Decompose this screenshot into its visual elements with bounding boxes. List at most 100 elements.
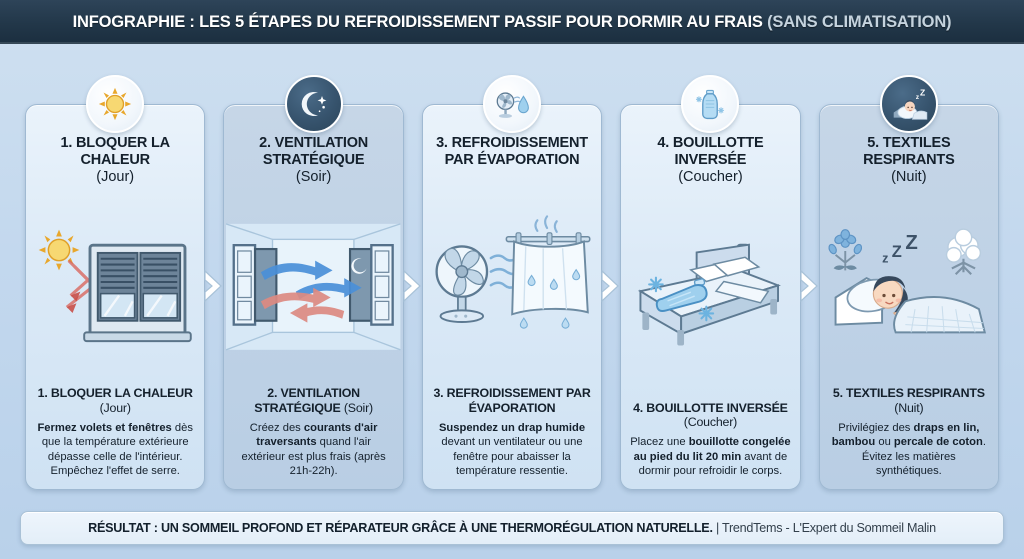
svg-text:z: z [916,94,920,101]
step-title-line2-5: RESPIRANTS [863,152,955,169]
step-icon-bubble-4 [681,75,740,133]
step-body-heading-main-5: 5. TEXTILES RESPIRANTS [832,386,985,400]
snowflakes [648,276,715,322]
page-title-sub: (SANS CLIMATISATION) [767,12,952,31]
step-body-bold-3: Suspendez un drap humide [438,421,586,434]
step-body-heading-3: 3. REFROIDISSEMENT PAR ÉVAPORATION [432,386,592,416]
step-card-4[interactable]: 4. BOUILLOTTE INVERSÉE (Coucher) [620,75,801,490]
step-body-rest-1: dès que la température extérieure dépass… [41,421,193,478]
z-large: Z [905,232,917,254]
step-title-line1-5: 5. TEXTILES [867,135,951,151]
step-card-wrapper-4: 4. BOUILLOTTE INVERSÉE (Coucher) [611,75,818,490]
moon-stars-icon [301,92,327,116]
footer-text: RÉSULTAT : UN SOMMEIL PROFOND ET RÉPARAT… [88,521,936,535]
step-body-heading-paren-2: (Soir) [343,400,373,415]
step-title-line1-2: 2. VENTILATION [259,135,369,151]
step-title-paren-1: (Jour) [96,169,135,186]
step-card-5[interactable]: z Z 5. TEXTILES RESPIRANTS (Nuit) [818,75,1000,490]
step-body-mid-5: ou [875,436,894,449]
step-body-heading-4: 4. BOUILLOTTE INVERSÉE (Coucher) [630,401,790,431]
step-title-paren-2: (Soir) [295,169,332,186]
step-body-heading-main-3: 3. REFROIDISSEMENT PAR ÉVAPORATION [433,386,591,415]
fan-wet-sheet-illustration [435,215,591,329]
step-title-line1-1: 1. BLOQUER LA [60,135,171,151]
step-body-pre-4: Placez une [630,436,689,449]
step-body-pre-5: Privilégiez des [838,421,914,434]
step-body-rest-2: quand l'air extérieur est plus frais (ap… [241,436,386,478]
cool-air-arrows [261,261,363,300]
step-title-line1-3: 3. REFROIDISSEMENT [436,135,588,151]
step-card-wrapper-5: z Z 5. TEXTILES RESPIRANTS (Nuit) [810,75,1008,490]
step-title-paren-4: (Coucher) [678,169,743,186]
step-body-4: 4. BOUILLOTTE INVERSÉE (Coucher) Placez … [621,397,799,489]
step-icon-bubble-1 [86,75,145,133]
step-body-3: 3. REFROIDISSEMENT PAR ÉVAPORATION Suspe… [423,382,601,489]
step-card-1[interactable]: 1. BLOQUER LA CHALEUR (Jour) [25,75,206,490]
bed-graphic [638,243,782,346]
fan-droplet-icon [496,91,529,118]
step-body-bold-2: courants d'air traversants [256,421,378,449]
result-footer: RÉSULTAT : UN SOMMEIL PROFOND ET RÉPARAT… [20,511,1004,545]
step-title-line2-3: PAR ÉVAPORATION [444,152,580,169]
footer-result-text: RÉSULTAT : UN SOMMEIL PROFOND ET RÉPARAT… [88,521,713,535]
frozen-bottle-icon [696,89,725,120]
step-body-rest-4: avant de dormir pour refroidir le corps. [638,450,788,478]
steps-strip: 1. BLOQUER LA CHALEUR (Jour) [16,75,1008,490]
step-body-heading-main-2: 2. VENTILATION STRATÉGIQUE [254,386,360,415]
page-title: INFOGRAPHIE : LES 5 ÉTAPES DU REFROIDISS… [73,13,952,32]
step-title-3: 3. REFROIDISSEMENT PAR ÉVAPORATION [423,105,601,169]
sun-rays-closed-shutters-window-illustration [38,229,192,343]
step-body-heading-1: 1. BLOQUER LA CHALEUR (Jour) [35,386,195,416]
step-body-2: 2. VENTILATION STRATÉGIQUE (Soir) Créez … [224,382,402,489]
z-medium: Z [891,243,901,261]
right-open-window [349,244,395,327]
step-illustration-4 [623,192,797,396]
step-card-3[interactable]: 3. REFROIDISSEMENT PAR ÉVAPORATION [421,75,603,490]
sleeping-person-icon: z Z [893,88,928,120]
cotton-boll-graphic [945,228,981,276]
step-title-paren-5: (Nuit) [891,169,927,186]
open-windows-cross-ventilation-illustration [226,223,401,351]
flax-flower-graphic [828,229,862,271]
step-title-line2-1: CHALEUR [80,152,150,169]
step-body-bold-4: bouillotte congelée au pied du lit 20 mi… [633,436,791,463]
step-body-bold-5: draps en lin, bambou [831,421,980,449]
step-body-pre-2: Créez des [249,421,304,434]
zzz-graphic: z Z Z [882,232,918,266]
fan-graphic [435,245,488,324]
z-small: z [882,252,888,266]
step-body-heading-main-4: 4. BOUILLOTTE INVERSÉE [633,400,788,415]
bottle-glyph [702,89,719,120]
step-body-heading-paren-5: (Nuit) [894,400,924,415]
step-body-bold2-5: percale de coton [893,436,983,449]
sun-icon [99,87,132,121]
footer-brand-text: | TrendTems - L'Expert du Sommeil Malin [712,521,936,535]
step-body-heading-main-1: 1. BLOQUER LA CHALEUR [37,386,193,400]
left-open-window [232,244,278,327]
step-title-4: 4. BOUILLOTTE INVERSÉE (Coucher) [621,105,799,186]
step-body-5: 5. TEXTILES RESPIRANTS (Nuit) Privilégie… [820,382,998,489]
step-title-line1-4: 4. BOUILLOTTE [657,135,764,151]
step-card-wrapper-3: 3. REFROIDISSEMENT PAR ÉVAPORATION [413,75,620,490]
step-card-wrapper-1: 1. BLOQUER LA CHALEUR (Jour) [16,75,223,490]
step-body-heading-2: 2. VENTILATION STRATÉGIQUE (Soir) [233,386,393,416]
steam-lines [534,215,558,234]
bed-frozen-bottle-illustration [638,243,782,346]
hanging-wet-sheet [505,232,591,316]
step-body-1: 1. BLOQUER LA CHALEUR (Jour) Fermez vole… [26,382,204,489]
step-body-heading-5: 5. TEXTILES RESPIRANTS (Nuit) [829,386,989,416]
window-with-closed-shutters [83,244,192,343]
infographic-header: INFOGRAPHIE : LES 5 ÉTAPES DU REFROIDISS… [0,0,1024,44]
step-body-heading-paren-4: (Coucher) [683,415,738,430]
step-body-bold-1: Fermez volets et fenêtres [37,421,172,434]
step-card-2[interactable]: 2. VENTILATION STRATÉGIQUE (Soir) [223,75,404,490]
page-title-main: INFOGRAPHIE : LES 5 ÉTAPES DU REFROIDISS… [72,12,763,31]
step-title-1: 1. BLOQUER LA CHALEUR (Jour) [26,105,204,186]
step-body-rest-5: . Évitez les matières synthétiques. [861,436,986,478]
step-title-5: 5. TEXTILES RESPIRANTS (Nuit) [820,105,998,186]
step-icon-bubble-5: z Z [879,75,938,133]
step-illustration-5: z Z Z [822,192,996,382]
step-icon-bubble-3 [483,75,542,133]
water-droplets [519,268,580,329]
step-body-rest-3: devant un ventilateur ou une fenêtre pou… [441,436,583,478]
